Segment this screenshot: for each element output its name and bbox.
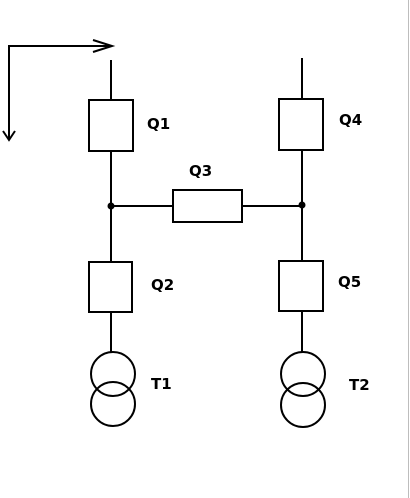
label-q5: Q5 [338,273,361,291]
bus-coupler [107,189,306,223]
switch-q1 [88,99,134,152]
right-feeder [278,58,326,428]
label-q4: Q4 [339,111,362,129]
label-t1: T1 [151,375,172,393]
label-t2: T2 [349,376,370,394]
label-q2: Q2 [151,276,174,294]
label-q1: Q1 [147,115,170,133]
transformer-t1-upper-coil [90,351,136,397]
switch-q5 [278,260,324,312]
direction-arrow-icon [2,39,116,142]
junction-node-right [298,201,306,209]
switch-q3 [172,189,243,223]
transformer-t1-lower-coil [90,381,136,427]
transformer-t2-upper-coil [280,351,326,397]
left-feeder [88,60,136,427]
transformer-t2-lower-coil [280,382,326,428]
switch-q2 [88,261,133,313]
label-q3: Q3 [189,162,212,180]
junction-node-left [107,202,115,210]
switch-q4 [278,98,324,151]
